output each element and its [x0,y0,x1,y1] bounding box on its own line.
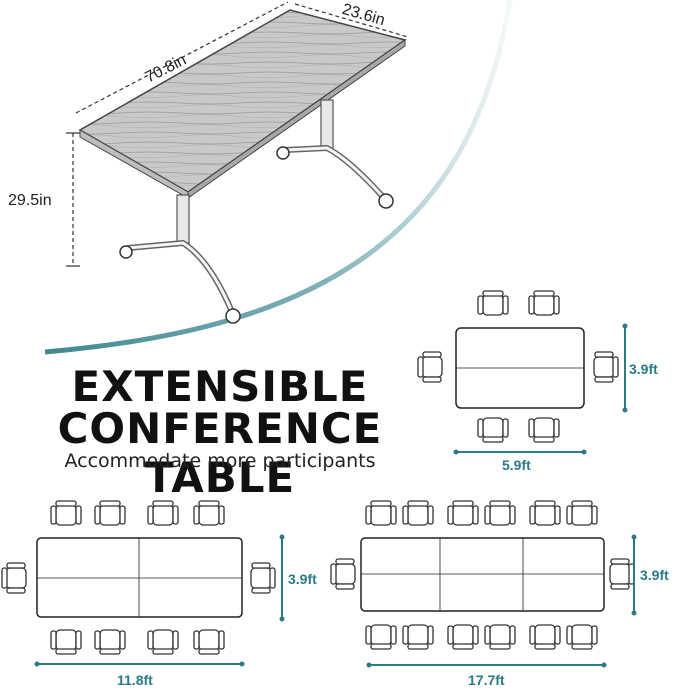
layout3-width: 17.7ft [468,672,505,688]
dimension-lines [72,1,409,266]
table-illustration [78,9,407,324]
layout2-depth: 3.9ft [288,571,317,587]
layout-10-seats: 3.9ft 11.8ft [1,500,317,688]
layout-6-seats: 3.9ft 5.9ft [417,290,658,473]
height-label: 29.5in [8,192,52,209]
layout1-width: 5.9ft [502,457,531,473]
layout2-width: 11.8ft [117,672,153,688]
headline-line-2: CONFERENCE TABLE [57,404,383,502]
headline-line-1: EXTENSIBLE [71,362,369,411]
accent-arc [44,0,513,355]
layout3-depth: 3.9ft [640,567,669,583]
layout1-depth: 3.9ft [629,361,658,377]
subtitle: Accommodate more participants [64,450,376,472]
layout-14-seats: 3.9ft 17.7ft [330,500,669,688]
